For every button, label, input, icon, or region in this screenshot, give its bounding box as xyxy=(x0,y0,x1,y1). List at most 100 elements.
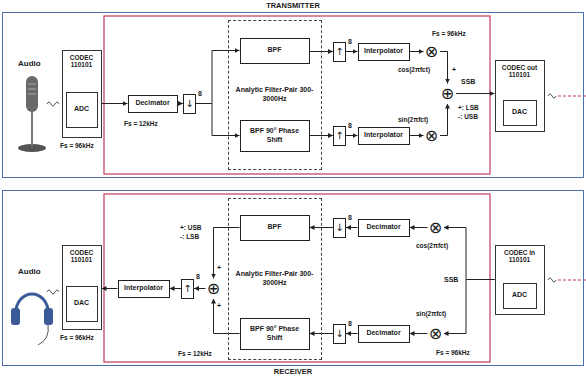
headphones-icon xyxy=(11,294,53,345)
signal-line xyxy=(410,135,424,136)
signal-line xyxy=(410,227,428,228)
node-label: 110101 xyxy=(71,61,92,68)
microphone-grill xyxy=(28,84,36,85)
node-label: ⊕ xyxy=(207,280,220,298)
microphone-icon xyxy=(18,76,46,152)
codec-box: CODEC in110101ADC xyxy=(495,245,545,315)
signal-label: Fs = 96kHz xyxy=(60,142,94,149)
signal-label: -: USB xyxy=(458,113,478,120)
headphone-cable xyxy=(38,325,48,345)
mixer-symbol: ⊕ xyxy=(440,84,456,104)
process-box: Decimator xyxy=(358,325,410,343)
signal-line xyxy=(410,333,428,334)
signal-label: + xyxy=(452,66,456,74)
link-line xyxy=(558,280,586,281)
signal-label: cos(2πfct) xyxy=(398,66,430,73)
earcup xyxy=(11,308,20,325)
signal-label: 8 xyxy=(348,320,352,328)
mixer-symbol: ⊕ xyxy=(206,279,222,299)
filter-pair-group: Analytic Filter-Pair 300-3000Hz BPF BPF 90… xyxy=(228,20,322,170)
signal-label: sin(2πfct) xyxy=(398,116,428,123)
node-label: ↓ xyxy=(335,223,343,233)
codec-box: CODEC110101ADC xyxy=(62,50,102,138)
node-label: Interpolator xyxy=(364,131,403,139)
node-label: ↑ xyxy=(335,131,343,141)
signal-label: Audio xyxy=(18,60,41,69)
microphone-grill xyxy=(28,94,36,95)
process-box: BPF 90° Phase Shift xyxy=(240,120,310,152)
node-label: Decimator xyxy=(366,329,400,337)
earcup xyxy=(44,308,53,325)
signal-line xyxy=(196,51,240,104)
node-label: CODEC in xyxy=(504,249,535,256)
signal-line xyxy=(346,51,358,52)
rate-change-box: ↑ xyxy=(333,42,346,62)
signal-label: SSB xyxy=(444,276,458,284)
signal-label: 8 xyxy=(348,38,352,46)
microphone-head xyxy=(26,76,38,112)
signal-line xyxy=(444,280,495,334)
node-label: DAC xyxy=(74,299,89,307)
signal-label: Audio xyxy=(18,268,41,277)
signal-line xyxy=(440,104,448,136)
signal-label: + xyxy=(217,264,221,272)
process-box: BPF 90° Phase Shift xyxy=(240,318,310,350)
signal-label: Fs = 96kHz xyxy=(436,349,470,356)
node-label: Decimator xyxy=(135,99,169,107)
node-label: ⊗ xyxy=(425,43,438,61)
signal-label: Fs = 96kHz xyxy=(60,334,94,341)
node-label: BPF 90° Phase Shift xyxy=(244,325,306,341)
converter-box: DAC xyxy=(503,100,537,126)
filter-pair-group: Analytic Filter-Pair 300-3000Hz BPF BPF 90… xyxy=(228,198,322,360)
process-box: Decimator xyxy=(358,219,410,237)
signal-label: 8 xyxy=(348,214,352,222)
node-label: Analytic Filter-Pair 300-3000Hz xyxy=(233,270,317,286)
signal-line xyxy=(196,104,240,136)
sound-wave xyxy=(47,102,59,106)
codec-box: CODEC out110101DAC xyxy=(495,60,545,132)
signal-label: +: LSB xyxy=(458,104,479,111)
signal-line xyxy=(456,93,495,94)
converter-box: ADC xyxy=(66,92,98,128)
signal-label: Fs = 12kHz xyxy=(124,120,158,127)
node-label: CODEC xyxy=(70,249,93,256)
node-label: DAC xyxy=(512,108,527,116)
mixer-symbol: ⊗ xyxy=(424,42,440,62)
mixer-symbol: ⊗ xyxy=(424,126,440,146)
sound-wave xyxy=(548,94,556,98)
node-label: Analytic Filter-Pair 300-3000Hz xyxy=(233,86,317,102)
signal-label: + xyxy=(217,302,221,310)
node-label: ADC xyxy=(512,291,527,299)
link-line xyxy=(558,96,586,97)
sound-wave xyxy=(548,278,556,282)
node-label: ⊗ xyxy=(425,127,438,145)
node-label: ↑ xyxy=(335,47,343,57)
node-label: 110101 xyxy=(71,256,92,263)
headband xyxy=(16,294,48,312)
signal-line xyxy=(346,135,358,136)
node-label: ⊗ xyxy=(429,219,442,237)
node-label: ⊕ xyxy=(441,85,454,103)
mixer-symbol: ⊗ xyxy=(428,324,444,344)
node-label: ↓ xyxy=(335,329,343,339)
signal-label: -: LSB xyxy=(180,233,199,240)
panel-heading: RECEIVER xyxy=(3,368,583,377)
signal-label: cos(2πfct) xyxy=(416,242,448,249)
mixer-symbol: ⊗ xyxy=(428,218,444,238)
signal-label: 8 xyxy=(196,273,200,281)
signal-line xyxy=(102,288,118,289)
signal-line xyxy=(170,288,182,289)
process-box: BPF xyxy=(240,38,310,64)
process-box: Decimator xyxy=(128,95,178,113)
signal-line xyxy=(440,52,448,84)
node-label: ↑ xyxy=(183,284,191,294)
rate-change-box: ↓ xyxy=(333,218,346,238)
dsp-region xyxy=(104,16,490,174)
node-label: BPF 90° Phase Shift xyxy=(244,127,306,143)
node-label: BPF xyxy=(268,223,282,231)
node-label: ADC xyxy=(74,105,89,113)
node-label: 110101 xyxy=(509,256,530,263)
node-label: CODEC out xyxy=(502,64,537,71)
node-label: 110101 xyxy=(509,71,530,78)
